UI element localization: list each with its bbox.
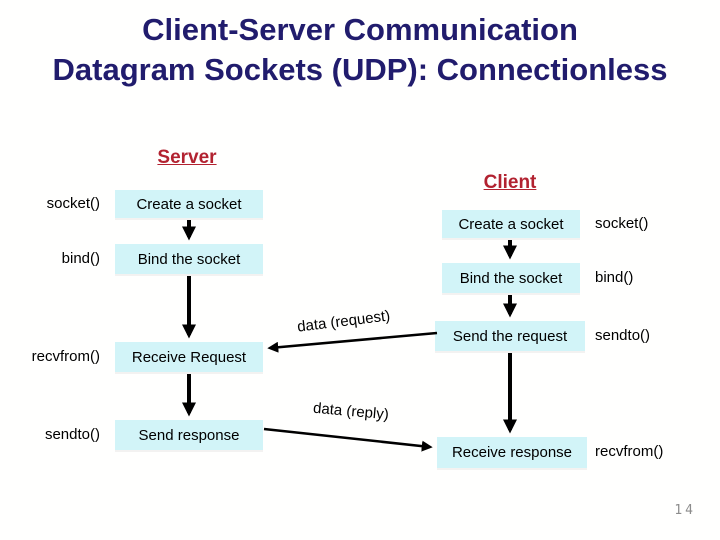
client-box-send-request: Send the request bbox=[435, 321, 585, 351]
server-call-socket: socket() bbox=[46, 195, 100, 212]
slide-title-line2: Datagram Sockets (UDP): Connectionless bbox=[52, 52, 668, 87]
client-box-bind-socket: Bind the socket bbox=[442, 263, 580, 293]
data-reply-arrow bbox=[263, 427, 433, 452]
data-reply-label: data (reply) bbox=[312, 399, 390, 424]
server-column-heading: Server bbox=[157, 147, 217, 168]
client-call-sendto: sendto() bbox=[595, 327, 651, 344]
server-call-sendto: sendto() bbox=[44, 426, 100, 443]
server-box-send-response: Send response bbox=[115, 420, 263, 450]
client-call-bind: bind() bbox=[595, 269, 634, 286]
client-call-recvfrom: recvfrom() bbox=[595, 443, 664, 460]
page-number: 14 bbox=[674, 503, 696, 518]
server-box-create-socket: Create a socket bbox=[115, 190, 263, 218]
client-box-receive-response: Receive response bbox=[437, 437, 587, 468]
client-call-socket: socket() bbox=[595, 215, 649, 232]
server-box-bind-socket: Bind the socket bbox=[115, 244, 263, 274]
server-call-bind: bind() bbox=[61, 250, 100, 267]
server-box-receive-request: Receive Request bbox=[115, 342, 263, 372]
server-call-recvfrom: recvfrom() bbox=[31, 348, 100, 365]
data-request-arrow bbox=[267, 331, 438, 353]
data-request-label: data (request) bbox=[296, 307, 392, 336]
client-box-create-socket: Create a socket bbox=[442, 210, 580, 238]
client-column-heading: Client bbox=[483, 172, 537, 193]
slide-title: Client-Server Communication Datagram Soc… bbox=[0, 10, 720, 90]
slide-title-line1: Client-Server Communication bbox=[142, 12, 578, 47]
